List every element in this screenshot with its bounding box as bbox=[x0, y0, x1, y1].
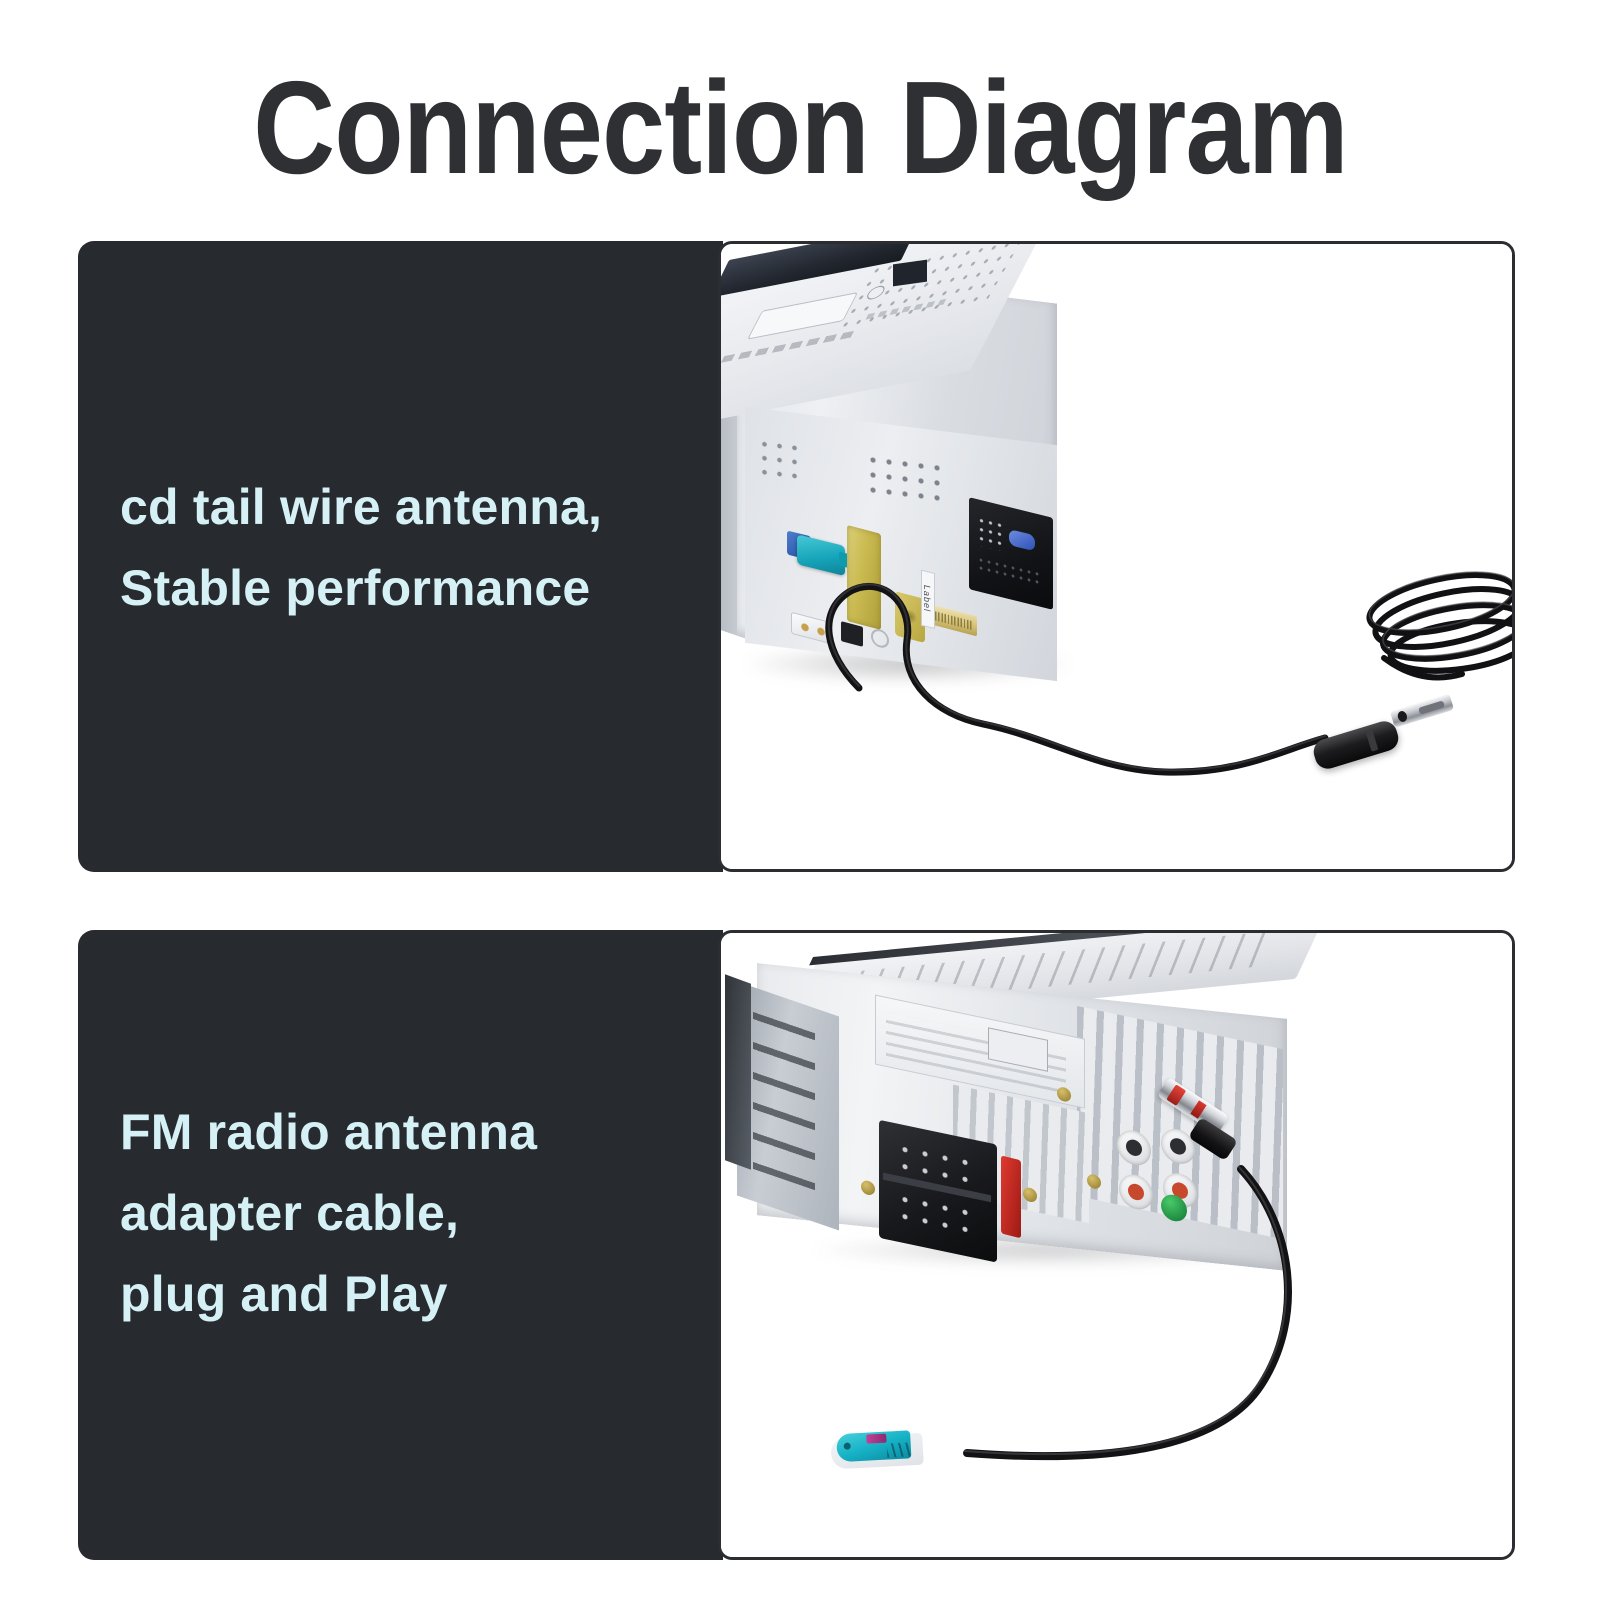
caption-line: FM radio antenna bbox=[120, 1104, 538, 1160]
double-din-stereo-photo: Label bbox=[721, 244, 1512, 869]
fakra-magenta-marking bbox=[866, 1433, 887, 1444]
fakra-grip-ridges bbox=[886, 1442, 912, 1458]
antenna-cable-path bbox=[825, 583, 1329, 776]
panel-2-photo-card bbox=[718, 930, 1515, 1560]
panel-2-caption-block: FM radio antenna adapter cable, plug and… bbox=[78, 930, 723, 1560]
panel-cd-tail-wire: cd tail wire antenna, Stable performance bbox=[78, 241, 1515, 872]
adapter-cable-path bbox=[963, 1165, 1292, 1461]
panel-1-caption: cd tail wire antenna, Stable performance bbox=[120, 467, 695, 629]
fakra-teal-body bbox=[836, 1430, 912, 1463]
caption-line: plug and Play bbox=[120, 1266, 448, 1322]
barrel-ring bbox=[1365, 728, 1379, 752]
panel-1-caption-block: cd tail wire antenna, Stable performance bbox=[78, 241, 723, 872]
caption-line: Stable performance bbox=[120, 560, 591, 616]
page-title: Connection Diagram bbox=[253, 54, 1348, 201]
caption-line: cd tail wire antenna, bbox=[120, 479, 603, 535]
panel-1-photo-card: Label bbox=[718, 241, 1515, 872]
caption-line: adapter cable, bbox=[120, 1185, 460, 1241]
single-din-stereo-photo bbox=[721, 933, 1512, 1557]
panel-2-caption: FM radio antenna adapter cable, plug and… bbox=[120, 1092, 695, 1335]
fakra-female-connector bbox=[830, 1429, 928, 1474]
panel-fm-radio-antenna-adapter: FM radio antenna adapter cable, plug and… bbox=[78, 930, 1515, 1560]
coiled-cable-bundle bbox=[1338, 564, 1512, 696]
